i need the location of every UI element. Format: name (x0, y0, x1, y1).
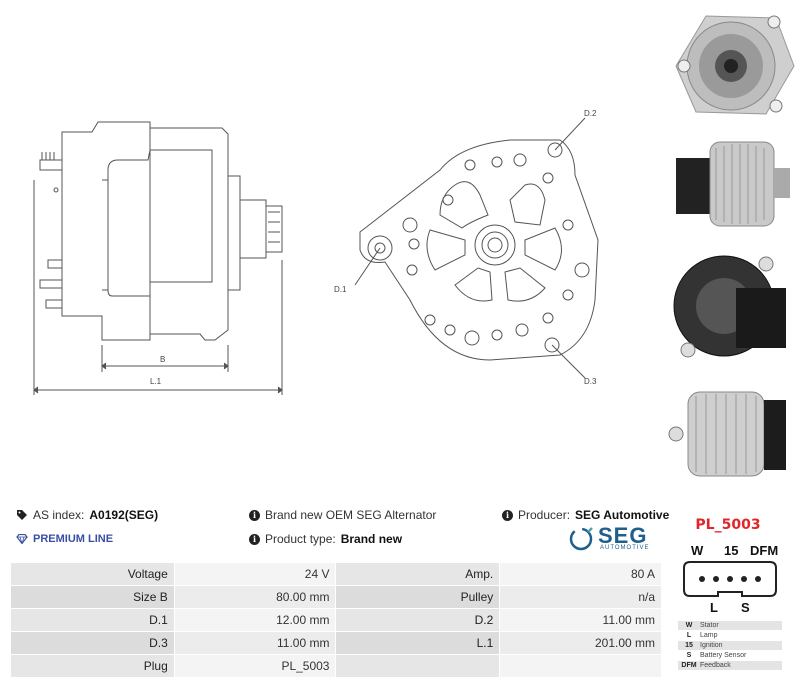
table-row: D.1 12.00 mm D.2 11.00 mm (10, 608, 662, 632)
spec-value: 12.00 mm (173, 608, 337, 632)
plug-pin (699, 576, 705, 582)
info-circle-icon: i (249, 509, 260, 521)
premium-line-text: PREMIUM LINE (33, 533, 114, 545)
spec-value: 11.00 mm (173, 631, 337, 655)
spec-value (499, 654, 662, 678)
premium-line-badge: PREMIUM LINE (16, 533, 113, 545)
legend-key: L (686, 632, 692, 639)
legend-row: L Lamp (678, 631, 782, 640)
legend-row: DFM Feedback (678, 661, 782, 670)
description-row: i Brand new OEM SEG Alternator (249, 508, 436, 522)
info-circle-icon: i (249, 533, 260, 545)
spec-value: 201.00 mm (499, 631, 662, 655)
spec-label: Voltage (10, 562, 175, 586)
legend-row: S Battery Sensor (678, 651, 782, 660)
legend-text: Feedback (700, 662, 731, 669)
seg-logo-mark (569, 527, 593, 551)
label-b: B (160, 355, 165, 364)
product-type-row: i Product type: Brand new (249, 532, 402, 546)
table-row: D.3 11.00 mm L.1 201.00 mm (10, 631, 662, 655)
legend-key: W (685, 622, 693, 629)
spec-label: Amp. (335, 562, 501, 586)
side-view-drawing (33, 121, 283, 395)
tag-icon (16, 509, 28, 521)
spec-label: D.3 (10, 631, 175, 655)
table-row: Size B 80.00 mm Pulley n/a (10, 585, 662, 609)
plug-pin (713, 576, 719, 582)
label-d1: D.1 (334, 285, 347, 294)
spec-value: PL_5003 (173, 654, 337, 678)
spec-label: Plug (10, 654, 175, 678)
label-d2: D.2 (584, 109, 597, 118)
plug-pin (755, 576, 761, 582)
description-text: Brand new OEM SEG Alternator (265, 508, 437, 522)
table-row: Voltage 24 V Amp. 80 A (10, 562, 662, 586)
product-type-value: Brand new (340, 532, 403, 546)
legend-row: 15 Ignition (678, 641, 782, 650)
legend-key: DFM (681, 662, 697, 669)
product-photo-angle[interactable] (666, 374, 796, 490)
plug-connector-diagram (683, 561, 777, 597)
legend-key: S (686, 652, 692, 659)
as-index-label: AS index: (33, 508, 85, 522)
legend-text: Ignition (700, 642, 723, 649)
pin-label-bottom: S (741, 600, 750, 615)
pin-label-top: W (691, 543, 704, 558)
pin-label-top: DFM (750, 543, 779, 558)
plug-pin (741, 576, 747, 582)
producer-label: Producer: (518, 508, 571, 522)
seg-logo-subtitle: AUTOMOTIVE (600, 545, 650, 551)
spec-value: 24 V (173, 562, 337, 586)
spec-label: Pulley (335, 585, 501, 609)
seg-logo: SEG AUTOMOTIVE (568, 523, 654, 556)
producer-value: SEG Automotive (575, 508, 670, 522)
producer-row: i Producer: SEG Automotive (502, 508, 669, 522)
spec-label: Size B (10, 585, 175, 609)
legend-row: W Stator (678, 621, 782, 630)
pin-label-top: 15 (724, 543, 739, 558)
product-photo-front[interactable] (666, 6, 796, 118)
spec-label: D.1 (10, 608, 175, 632)
plug-pin (727, 576, 733, 582)
spec-value: 80.00 mm (173, 585, 337, 609)
legend-key: 15 (685, 642, 693, 649)
legend-text: Battery Sensor (700, 652, 747, 659)
legend-text: Lamp (700, 632, 718, 639)
spec-label: L.1 (335, 631, 501, 655)
product-photo-side[interactable] (666, 128, 796, 240)
table-row: Plug PL_5003 (10, 654, 662, 678)
legend-text: Stator (700, 622, 719, 629)
as-index-value: A0192(SEG) (89, 508, 159, 522)
label-d3: D.3 (584, 377, 597, 386)
spec-value: n/a (499, 585, 662, 609)
spec-value: 11.00 mm (499, 608, 662, 632)
specs-table: Voltage 24 V Amp. 80 A Size B 80.00 mm P… (10, 562, 662, 678)
info-circle-icon: i (502, 509, 513, 521)
label-l1: L.1 (150, 377, 162, 386)
spec-value: 80 A (499, 562, 662, 586)
product-photo-rear[interactable] (666, 248, 796, 366)
as-index-row: AS index: A0192(SEG) (16, 508, 158, 522)
spec-label (335, 654, 501, 678)
front-view-drawing (354, 117, 599, 379)
plug-code: PL_5003 (695, 517, 761, 533)
technical-drawings: D.1 D.2 D.3 B L.1 (33, 109, 599, 395)
diamond-icon (16, 534, 28, 544)
seg-logo-name: SEG (598, 523, 648, 548)
product-type-label: Product type: (265, 532, 336, 546)
spec-label: D.2 (335, 608, 501, 632)
pin-label-bottom: L (710, 600, 718, 615)
